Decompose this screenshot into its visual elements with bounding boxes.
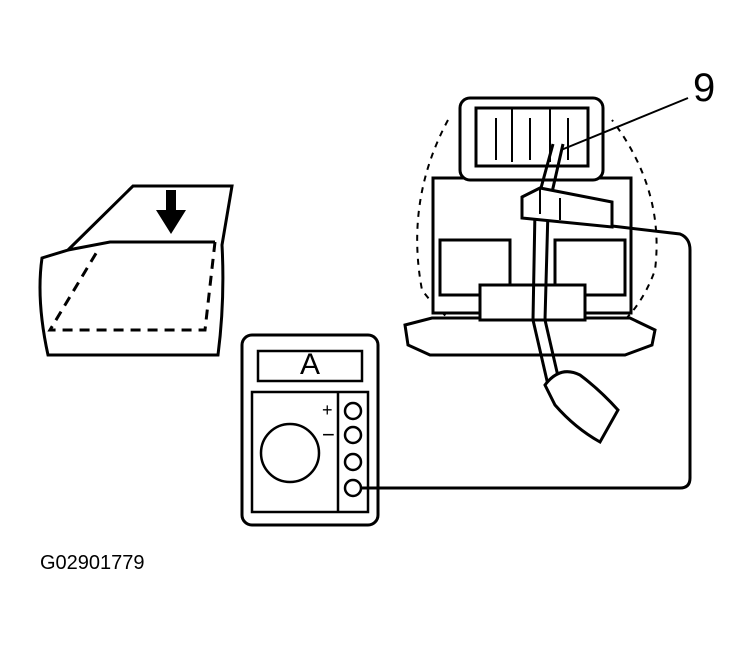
callout-leader-line (560, 97, 689, 151)
figure-code: G02901779 (40, 552, 145, 574)
callout-number: 9 (693, 66, 716, 110)
ammeter-icon (240, 333, 380, 527)
meter-minus-label: − (322, 422, 335, 447)
test-lead-wire (361, 224, 692, 490)
meter-plus-label: + (322, 400, 333, 420)
test-probe-icon (520, 143, 620, 445)
meter-display-label: A (299, 348, 320, 381)
door-icon (38, 184, 234, 357)
power-window-switch-icon (403, 96, 658, 357)
